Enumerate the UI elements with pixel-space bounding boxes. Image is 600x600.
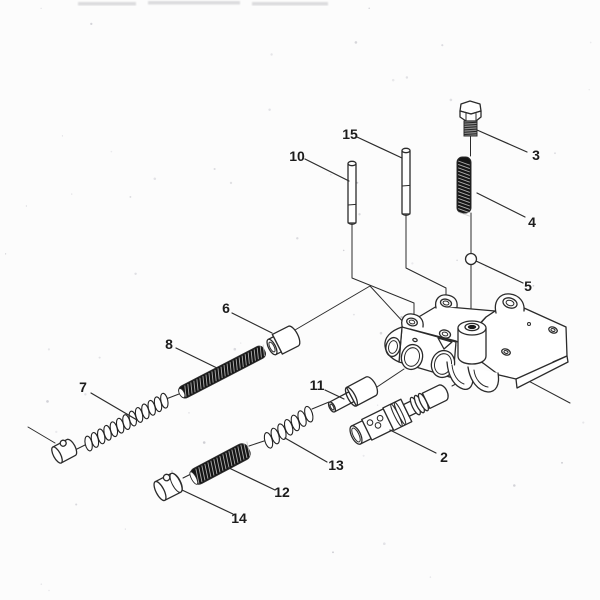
valve-body	[384, 293, 569, 393]
callout-11: 11	[310, 377, 325, 393]
pin-15	[401, 147, 411, 216]
end-plug-left	[51, 438, 78, 464]
springs	[84, 156, 472, 485]
bolt-thread-lines	[464, 121, 477, 135]
callout-2: 2	[440, 449, 448, 465]
check-ball	[464, 252, 478, 266]
scan-noise	[5, 7, 592, 592]
spring-4	[456, 156, 472, 217]
spring-7	[84, 392, 169, 452]
hex-bolt	[459, 100, 482, 137]
callout-14: 14	[231, 510, 247, 526]
callout-leader-lines	[90, 129, 528, 515]
callout-12: 12	[274, 484, 290, 500]
spool-valve	[349, 384, 449, 445]
end-plug-14	[153, 472, 183, 502]
callout-5: 5	[524, 278, 532, 294]
pin-10	[347, 160, 357, 225]
spring-8	[178, 344, 267, 399]
callout-labels: 2 3 4 5 6 7 8 10 11 12 13 14 15	[79, 126, 540, 526]
callout-4: 4	[528, 214, 536, 230]
spring-12	[189, 441, 251, 485]
callout-3: 3	[532, 147, 540, 163]
callout-10: 10	[289, 148, 305, 164]
spring-13	[263, 405, 314, 449]
callout-7: 7	[79, 379, 87, 395]
callout-6: 6	[222, 300, 230, 316]
callout-13: 13	[328, 457, 344, 473]
plunger	[327, 376, 379, 413]
bushing	[266, 325, 301, 356]
scan-artifact	[78, 1, 328, 6]
callout-8: 8	[165, 336, 173, 352]
callout-15: 15	[342, 126, 358, 142]
